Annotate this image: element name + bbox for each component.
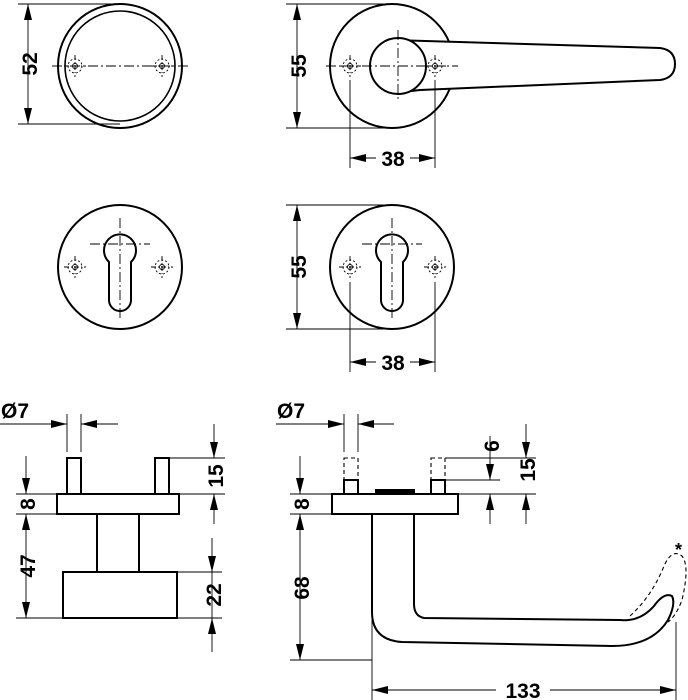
dim-8-label: 8	[291, 498, 314, 510]
rose-plate	[56, 493, 180, 515]
dim-133-label: 133	[505, 680, 540, 700]
dim-handle-pin-short: 6	[445, 436, 504, 524]
rose-front-view	[52, 3, 188, 129]
dim-handle-rose-diameter: 55	[286, 3, 392, 129]
dim-rose-knob-height: 22	[177, 538, 226, 652]
dim-38-label: 38	[381, 148, 405, 171]
knob-side-view	[56, 457, 180, 619]
pin-left	[343, 479, 359, 495]
pin-left	[66, 457, 82, 495]
pin-right	[154, 457, 170, 495]
footnote-marker: *	[675, 540, 682, 560]
dim-rose-plate-thickness: 8	[16, 456, 57, 530]
dim-rose-diameter: 52	[18, 3, 120, 125]
dim-handle-pin-diameter: Ø7	[276, 400, 394, 452]
lever-front-view	[326, 3, 677, 129]
dim-rose-total-depth: 47	[16, 530, 63, 619]
lever-handle-profile	[371, 513, 675, 648]
dim-22-label: 22	[203, 583, 226, 606]
dim-diameter-7-label: Ø7	[1, 400, 29, 423]
dim-handle-drop: 68	[290, 514, 372, 661]
dim-handle-plate-thickness: 8	[290, 456, 332, 530]
dim-47-label: 47	[17, 554, 40, 577]
lever-side-view: *	[331, 457, 687, 648]
handle-rose-plate	[331, 493, 459, 515]
dim-15-label: 15	[517, 458, 540, 482]
escutcheon-front-view	[57, 204, 183, 330]
dim-8-label: 8	[17, 498, 40, 510]
dim-68-label: 68	[291, 576, 314, 600]
dim-55-label: 55	[288, 255, 311, 279]
dim-handle-length: 133	[371, 620, 677, 700]
dim-52-label: 52	[19, 52, 42, 75]
dim-handle-pin-length: 15	[445, 424, 540, 524]
dim-diameter-7-label: Ø7	[277, 400, 305, 423]
dim-escutcheon-diameter: 55	[286, 204, 392, 330]
knob-neck	[96, 513, 140, 573]
pin-right	[430, 479, 446, 495]
dim-handle-screw-spacing: 38	[349, 80, 436, 171]
dim-38-label: 38	[381, 352, 405, 375]
escutcheon-dimensioned-view	[329, 204, 455, 330]
dim-55-label: 55	[288, 54, 311, 78]
dim-15-label: 15	[205, 464, 228, 488]
dim-rose-pin-diameter: Ø7	[0, 400, 118, 452]
dim-6-label: 6	[481, 440, 504, 452]
spindle-clip	[375, 489, 415, 494]
knob-body	[62, 571, 178, 619]
dim-rose-pin-length: 15	[169, 424, 228, 524]
dim-escutcheon-screw-spacing: 38	[349, 282, 436, 375]
lever-alternate-tip	[629, 553, 687, 623]
